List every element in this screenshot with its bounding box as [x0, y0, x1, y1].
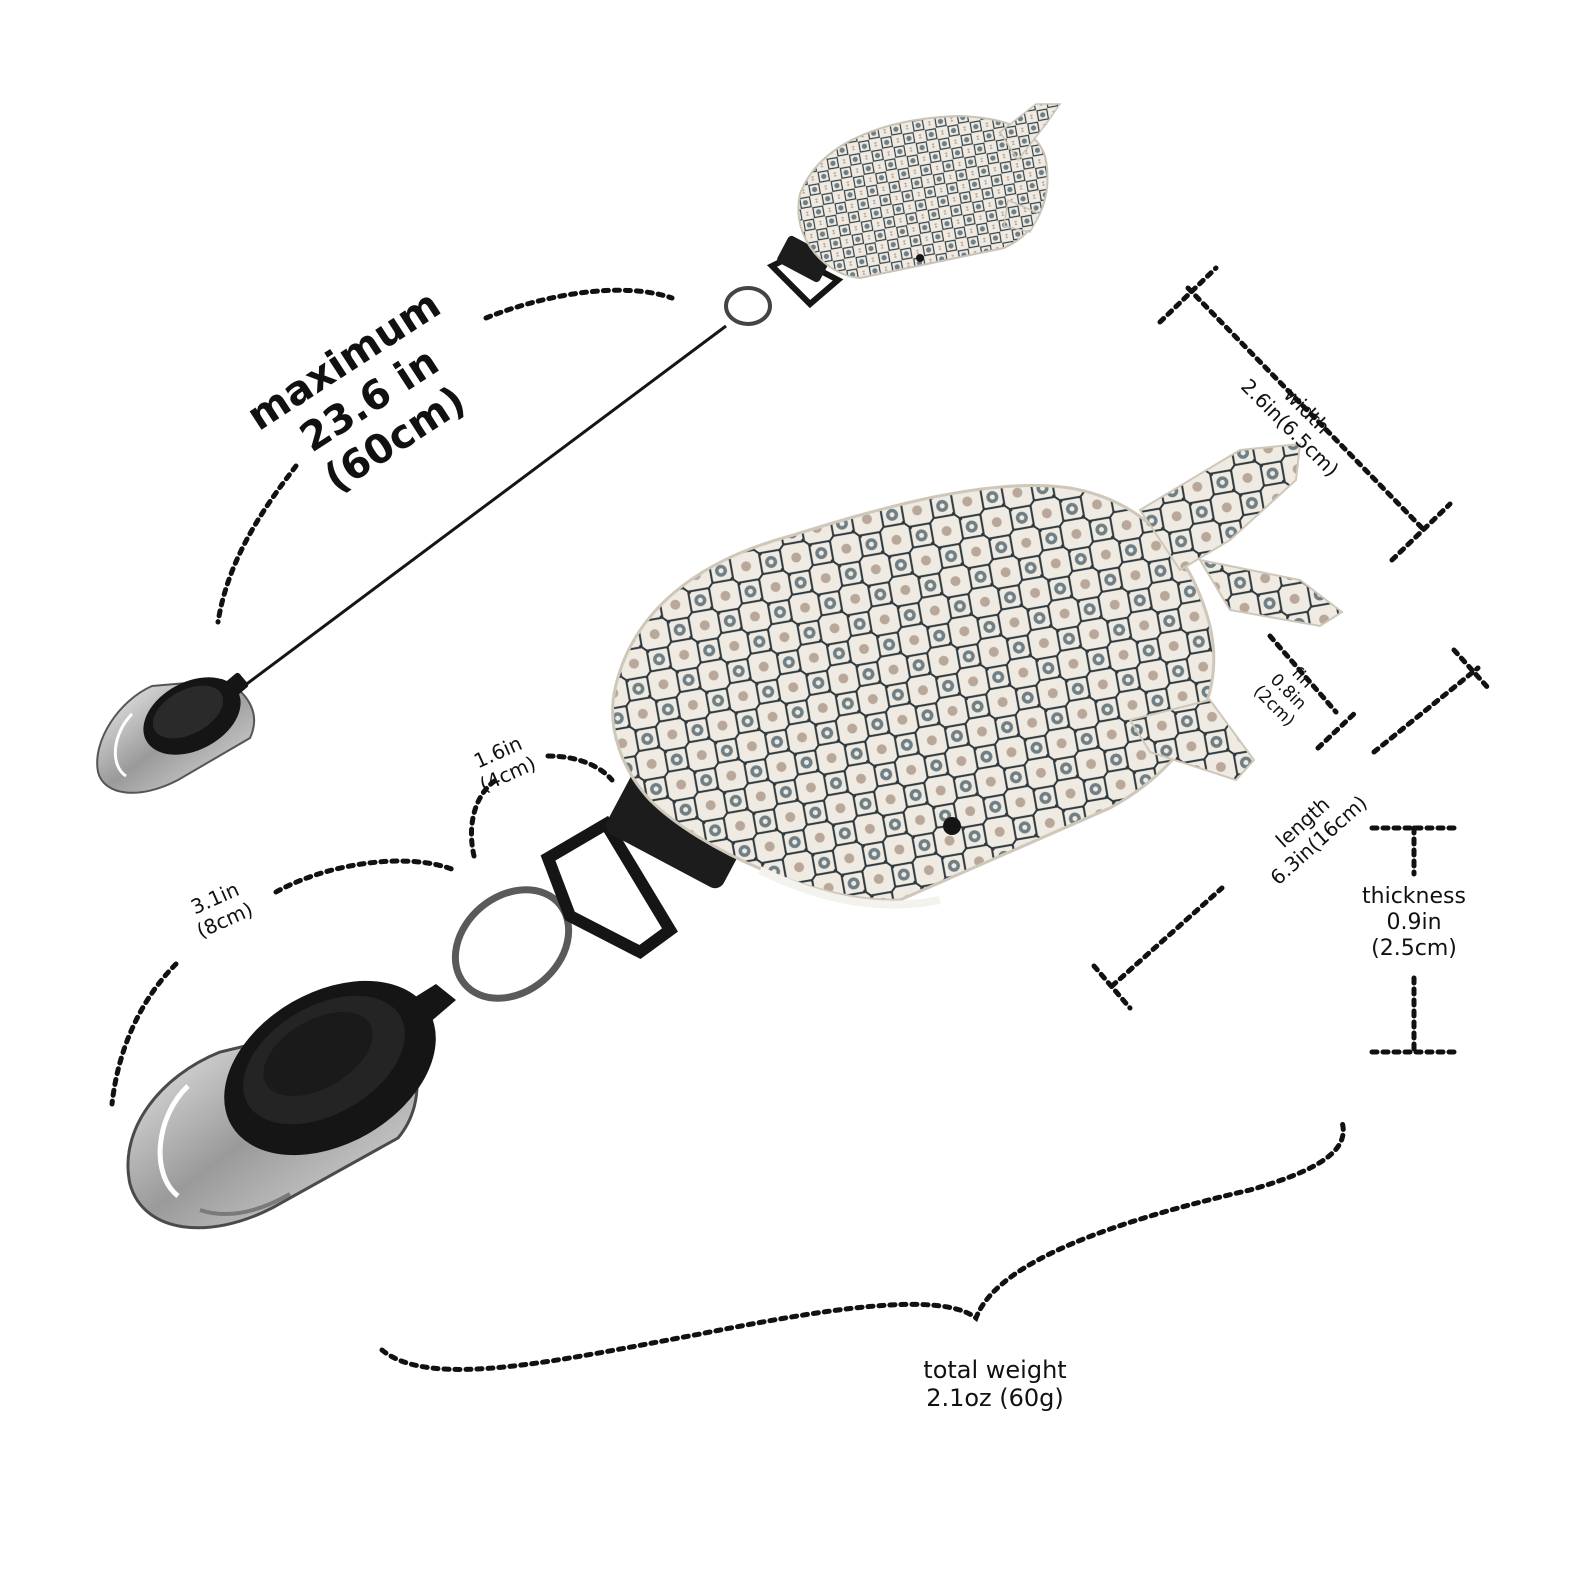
thickness-value-in: 0.9in	[1386, 909, 1442, 935]
length-line-lower	[1109, 885, 1225, 989]
width-cap-top	[1157, 265, 1219, 325]
total-weight-brace	[379, 1119, 1346, 1372]
length-line-upper	[1371, 665, 1481, 755]
max-length-arc-upper	[483, 287, 675, 321]
large-product	[126, 442, 1344, 1230]
max-length-arc-lower	[215, 463, 299, 625]
large-carabiner	[126, 980, 456, 1230]
reel-size-arc-upper	[273, 858, 457, 895]
total-weight-name: total weight	[923, 1356, 1067, 1384]
length-cap-bottom	[1091, 963, 1133, 1011]
small-carabiner	[96, 672, 255, 794]
large-fish-pouch	[611, 442, 1344, 909]
reel-size-arc-lower	[109, 961, 179, 1107]
fish-eye	[943, 817, 961, 835]
small-cord	[243, 324, 727, 688]
thickness-name: thickness	[1362, 884, 1466, 909]
large-split-ring	[451, 886, 573, 1002]
small-fish-pouch	[797, 103, 1062, 280]
small-product	[96, 103, 1062, 794]
thickness-value-cm: (2.5cm)	[1371, 935, 1457, 961]
length-cap-top	[1451, 647, 1493, 693]
measurement-lines	[109, 265, 1493, 1372]
small-rings	[724, 235, 844, 326]
width-cap-bottom	[1389, 501, 1453, 563]
fin-line	[1267, 633, 1339, 715]
fin-cap	[1315, 709, 1359, 751]
thickness-label: thickness 0.9in (2.5cm)	[1344, 884, 1484, 962]
hook-size-arc	[468, 753, 615, 859]
width-line	[1185, 285, 1427, 533]
total-weight-value: 2.1oz (60g)	[926, 1384, 1064, 1413]
total-weight-label: total weight 2.1oz (60g)	[890, 1356, 1100, 1413]
